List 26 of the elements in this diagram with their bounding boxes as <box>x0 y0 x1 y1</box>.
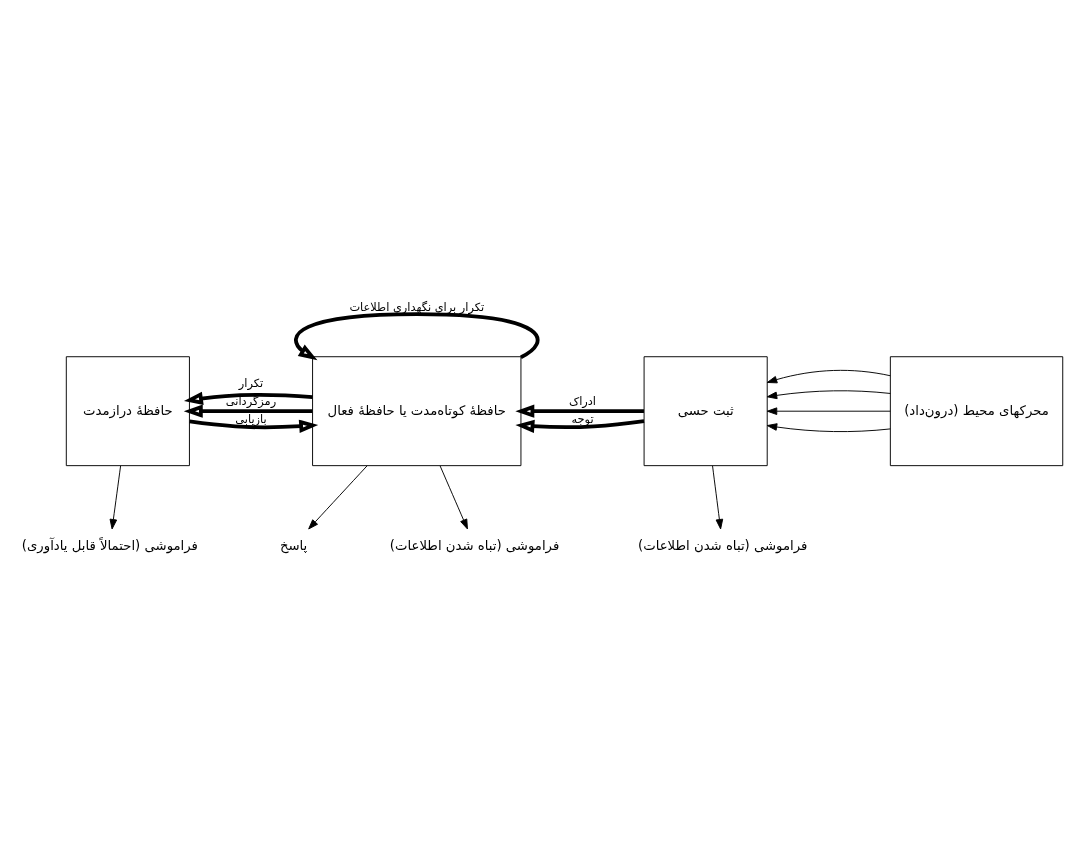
node-text: فراموشی (تباه شدن اطلاعات) <box>638 537 808 553</box>
edge-label: تکرار <box>238 376 264 391</box>
arrow <box>183 391 313 405</box>
node-box: محرکهای محیط (درون‌داد) <box>889 356 1064 467</box>
arrow <box>766 407 891 415</box>
node-text: فراموشی (تباه شدن اطلاعات) <box>389 537 560 553</box>
edge-label: رمزگردانی <box>225 394 277 409</box>
arrow <box>766 423 891 433</box>
arrow <box>183 404 313 418</box>
arrow <box>439 465 468 530</box>
edge-label: بازیابی <box>235 412 267 427</box>
arrow <box>712 465 724 530</box>
edge-label: ادراک <box>569 394 597 409</box>
node-box: حافظهٔ کوتاه‌مدت یا حافظهٔ فعال <box>312 356 522 467</box>
arrow <box>766 369 891 384</box>
arrow <box>294 312 540 361</box>
arrow <box>515 419 645 433</box>
node-box: ثبت حسی <box>643 356 768 467</box>
arrow <box>308 465 368 530</box>
arrow <box>109 465 122 530</box>
node-box: حافظهٔ درازمدت <box>65 356 190 467</box>
arrow <box>189 419 319 433</box>
node-text: پاسخ <box>279 537 308 553</box>
node-text: فراموشی (احتمالاً قابل یادآوری) <box>21 537 198 553</box>
arrow <box>766 390 891 400</box>
arrow <box>515 404 644 418</box>
